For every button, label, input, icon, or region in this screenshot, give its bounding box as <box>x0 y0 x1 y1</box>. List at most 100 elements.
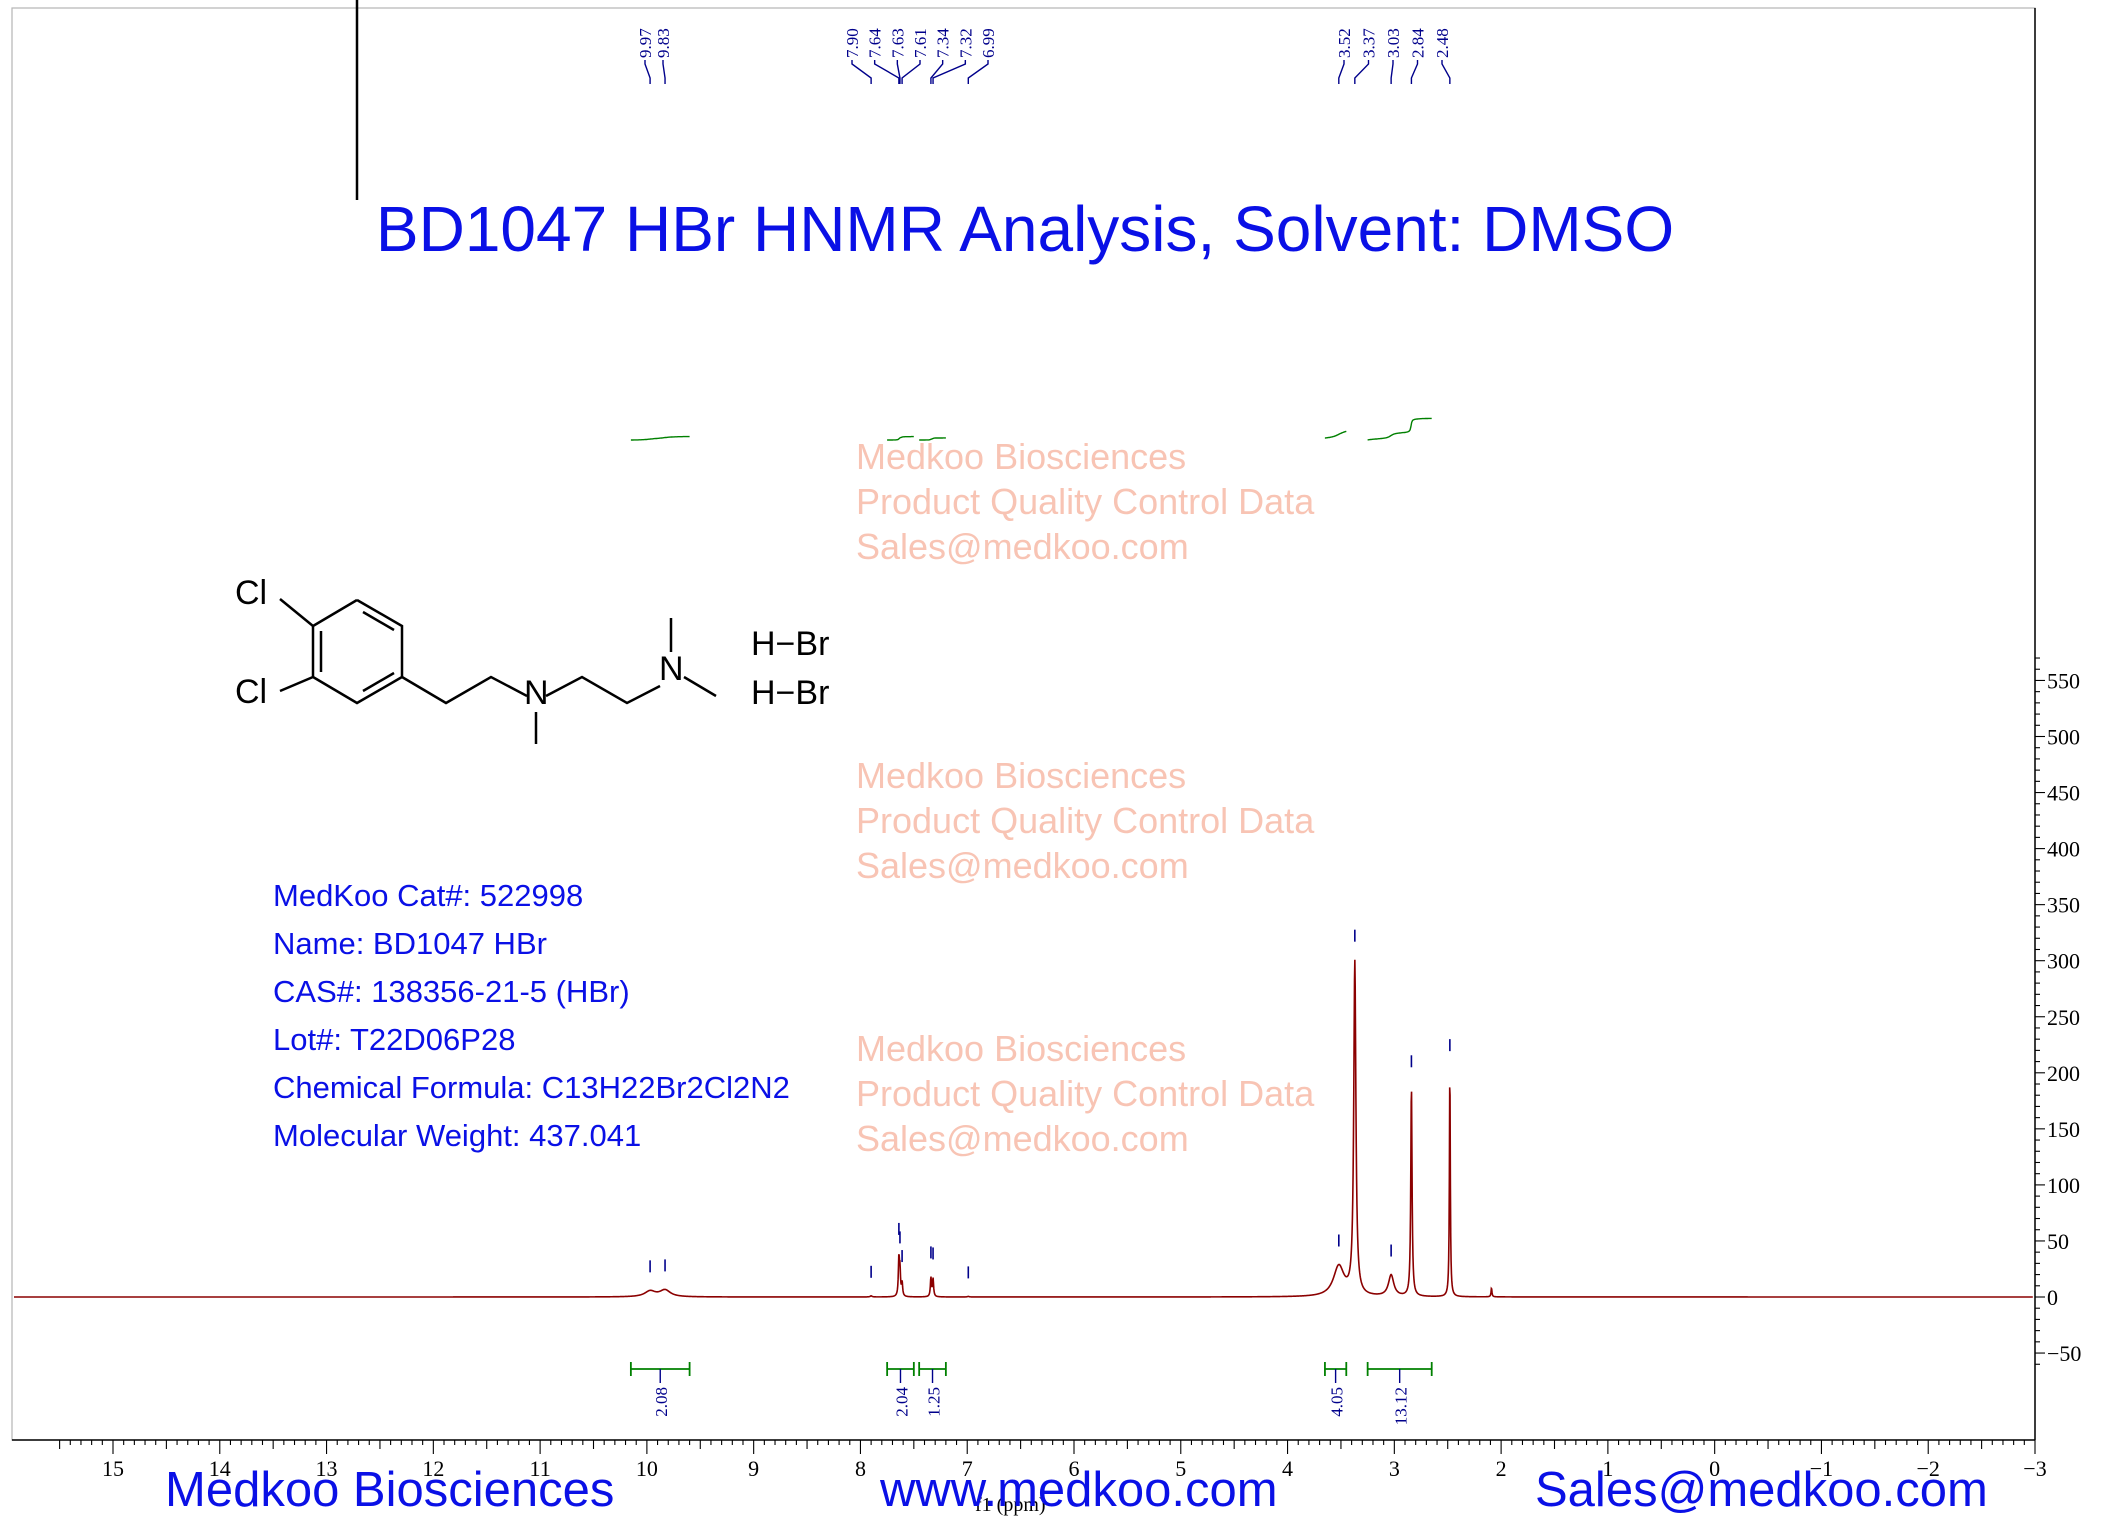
watermark-line: Sales@medkoo.com <box>856 845 1189 886</box>
cas-number: CAS#: 138356-21-5 (HBr) <box>273 974 630 1009</box>
peak-label: 3.03 <box>1384 28 1403 58</box>
n2-methyl-right <box>683 675 717 698</box>
watermark-line: Product Quality Control Data <box>856 1073 1315 1114</box>
peak-label-leader <box>1410 60 1419 84</box>
peak-label: 9.83 <box>654 28 673 58</box>
integral-value: 2.08 <box>652 1387 671 1417</box>
peak-label: 2.48 <box>1433 28 1452 58</box>
compound-name: Name: BD1047 HBr <box>273 926 547 961</box>
integral-value: 2.04 <box>892 1387 911 1417</box>
x-tick-label: 3 <box>1389 1456 1400 1481</box>
n-label-2: N <box>659 650 684 688</box>
bond-cl1 <box>279 598 314 627</box>
x-tick-label: −1 <box>1810 1456 1833 1481</box>
cl-label-1: Cl <box>235 574 267 612</box>
peak-label-leader <box>1354 60 1370 84</box>
x-tick-label: 5 <box>1175 1456 1186 1481</box>
integral-curve <box>1324 430 1347 439</box>
watermark-line: Sales@medkoo.com <box>856 1118 1189 1159</box>
footer-company: Medkoo Biosciences <box>165 1463 615 1517</box>
hbr-label-2: H−Br <box>751 674 829 712</box>
x-tick-label: 13 <box>316 1456 338 1481</box>
integral-curve <box>919 437 946 441</box>
y-tick-label: 250 <box>2047 1005 2080 1030</box>
peak-label: 3.52 <box>1335 28 1354 58</box>
peak-label: 6.99 <box>979 28 998 58</box>
peak-label-leader <box>1390 60 1394 84</box>
x-tick-label: 0 <box>1709 1456 1720 1481</box>
peak-label: 7.90 <box>843 28 862 58</box>
peak-label-leader <box>644 60 651 84</box>
watermark-3: Medkoo Biosciences Product Quality Contr… <box>856 1026 1314 1161</box>
benzene-ring <box>311 598 404 705</box>
x-tick-label: 9 <box>748 1456 759 1481</box>
peak-label-leader <box>932 60 967 84</box>
chemical-structure-labels: Cl Cl N N H−Br H−Br <box>235 574 829 712</box>
peak-label-leader <box>901 60 921 84</box>
y-tick-label: 450 <box>2047 781 2080 806</box>
x-tick-label: 1 <box>1602 1456 1613 1481</box>
y-tick-label: 400 <box>2047 837 2080 862</box>
peak-label: 2.84 <box>1409 28 1428 58</box>
x-tick-label: 7 <box>962 1456 973 1481</box>
peak-label: 9.97 <box>636 28 655 58</box>
peak-label-leader <box>873 60 900 84</box>
y-tick-label: 550 <box>2047 668 2080 693</box>
y-tick-label: 300 <box>2047 949 2080 974</box>
footer-email[interactable]: Sales@medkoo.com <box>1535 1463 1988 1517</box>
x-tick-label: 14 <box>209 1456 231 1481</box>
cl-label-2: Cl <box>235 673 267 711</box>
n-label-1: N <box>524 674 549 712</box>
y-tick-label: −50 <box>2047 1341 2081 1366</box>
peak-label: 7.61 <box>911 28 930 58</box>
footer-website[interactable]: www.medkoo.com <box>880 1463 1278 1517</box>
y-tick-label: 100 <box>2047 1173 2080 1198</box>
watermark-line: Product Quality Control Data <box>856 800 1315 841</box>
integral-value: 4.05 <box>1328 1387 1347 1417</box>
spectrum-line <box>14 959 2033 1298</box>
peak-label: 7.32 <box>956 28 975 58</box>
peak-label: 7.34 <box>934 28 953 58</box>
x-tick-label: 6 <box>1069 1456 1080 1481</box>
watermark-line: Medkoo Biosciences <box>856 1028 1187 1069</box>
integral-curves <box>630 417 1432 441</box>
watermark-line: Product Quality Control Data <box>856 481 1315 522</box>
peak-label: 7.64 <box>866 28 885 58</box>
compound-info: MedKoo Cat#: 522998 Name: BD1047 HBr CAS… <box>273 872 790 1160</box>
x-tick-label: 2 <box>1496 1456 1507 1481</box>
x-tick-label: 12 <box>422 1456 444 1481</box>
peak-label-leader <box>930 60 944 84</box>
y-tick-label: 150 <box>2047 1117 2080 1142</box>
peak-markers <box>649 929 1451 1279</box>
peak-label-leader <box>896 60 901 84</box>
peak-label-leader <box>1441 60 1451 84</box>
ring-double-bond-1 <box>362 610 395 632</box>
watermark-line: Sales@medkoo.com <box>856 526 1189 567</box>
peak-label-leader <box>967 60 989 84</box>
catalog-number: MedKoo Cat#: 522998 <box>273 878 584 913</box>
integral-curve <box>630 435 690 441</box>
watermark-2: Medkoo Biosciences Product Quality Contr… <box>856 753 1314 888</box>
chart-title: BD1047 HBr HNMR Analysis, Solvent: DMSO <box>375 193 1675 265</box>
ethyl-chain-2 <box>545 675 661 705</box>
integral-curve <box>887 435 914 441</box>
peak-label-leader <box>662 60 666 84</box>
y-tick-label: 0 <box>2047 1285 2058 1310</box>
hbr-label-1: H−Br <box>751 625 829 663</box>
peak-label: 3.37 <box>1360 28 1379 58</box>
y-tick-label: 50 <box>2047 1229 2069 1254</box>
x-tick-label: 8 <box>855 1456 866 1481</box>
watermark-line: Medkoo Biosciences <box>856 436 1187 477</box>
ethyl-chain-1 <box>401 675 528 705</box>
peak-label-leader <box>1338 60 1345 84</box>
watermark-1: Medkoo Biosciences Product Quality Contr… <box>856 434 1314 569</box>
watermark-line: Medkoo Biosciences <box>856 755 1187 796</box>
peak-label-leader <box>851 60 872 84</box>
integral-value: 1.25 <box>925 1387 944 1417</box>
x-tick-label: 10 <box>636 1456 658 1481</box>
